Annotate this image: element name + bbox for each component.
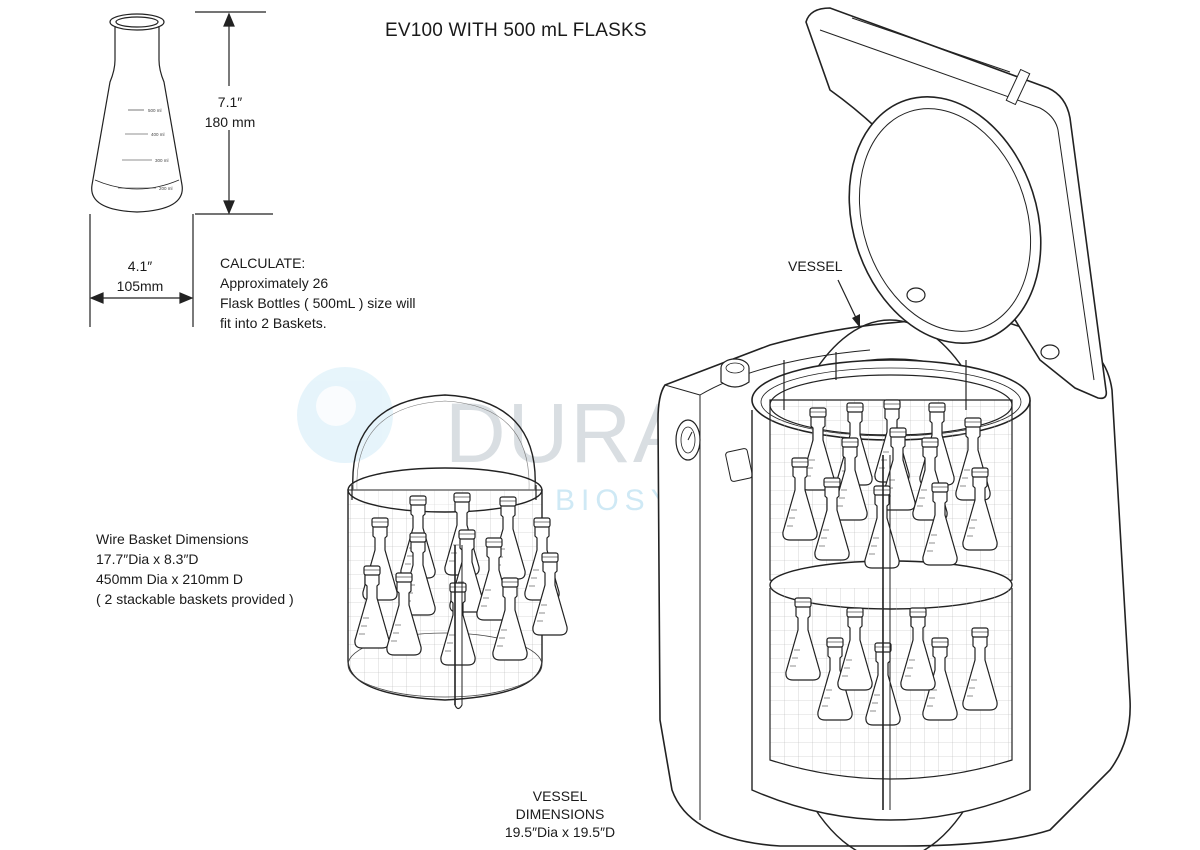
watermark-logo-icon	[297, 367, 393, 463]
wire-basket	[347, 394, 568, 710]
vessel-label: VESSEL	[788, 258, 843, 274]
vessel-dims-line-3: 19.5″Dia x 19.5″D	[504, 824, 616, 840]
vessel-pointer-arrow	[837, 279, 860, 328]
page-title: EV100 WITH 500 mL FLASKS	[385, 20, 647, 41]
flask-dimension-lines	[89, 11, 273, 327]
vessel-dimensions: VESSEL DIMENSIONS 19.5″Dia x 19.5″D	[480, 787, 640, 841]
basket-line-2: 17.7″Dia x 8.3″D	[96, 551, 199, 567]
flask-grad-300: 300 ml	[155, 158, 169, 163]
erlenmeyer-flask	[91, 13, 183, 213]
ev100-machine	[657, 7, 1131, 850]
flask-grad-400: 400 ml	[151, 132, 165, 137]
calculate-note: CALCULATE: Approximately 26 Flask Bottle…	[220, 253, 416, 333]
flask-grad-500: 500 ml	[148, 108, 162, 113]
basket-line-3: 450mm Dia x 210mm D	[96, 571, 244, 587]
calculate-line-3: fit into 2 Baskets.	[220, 315, 327, 331]
wire-basket-dimensions: Wire Basket Dimensions 17.7″Dia x 8.3″D …	[96, 529, 294, 609]
basket-line-1: Wire Basket Dimensions	[96, 531, 249, 547]
calculate-line-1: Approximately 26	[220, 275, 329, 291]
control-knob-icon	[720, 358, 750, 388]
flask-height-in: 7.1″	[217, 94, 243, 110]
vessel-dims-line-2: DIMENSIONS	[515, 806, 605, 822]
flask-grad-200: 200 ml	[159, 186, 173, 191]
calculate-line-2: Flask Bottles ( 500mL ) size will	[220, 295, 416, 311]
flask-height-mm: 180 mm	[204, 114, 256, 130]
vessel-dims-line-1: VESSEL	[532, 788, 588, 804]
flask-width-mm: 105mm	[116, 278, 164, 294]
flask-width-label: 4.1″ 105mm	[100, 256, 180, 296]
pressure-gauge-icon	[675, 419, 701, 461]
flask-height-label: 7.1″ 180 mm	[200, 92, 260, 132]
flask-width-in: 4.1″	[127, 258, 153, 274]
basket-line-4: ( 2 stackable baskets provided )	[96, 591, 294, 607]
calculate-heading: CALCULATE:	[220, 255, 306, 271]
